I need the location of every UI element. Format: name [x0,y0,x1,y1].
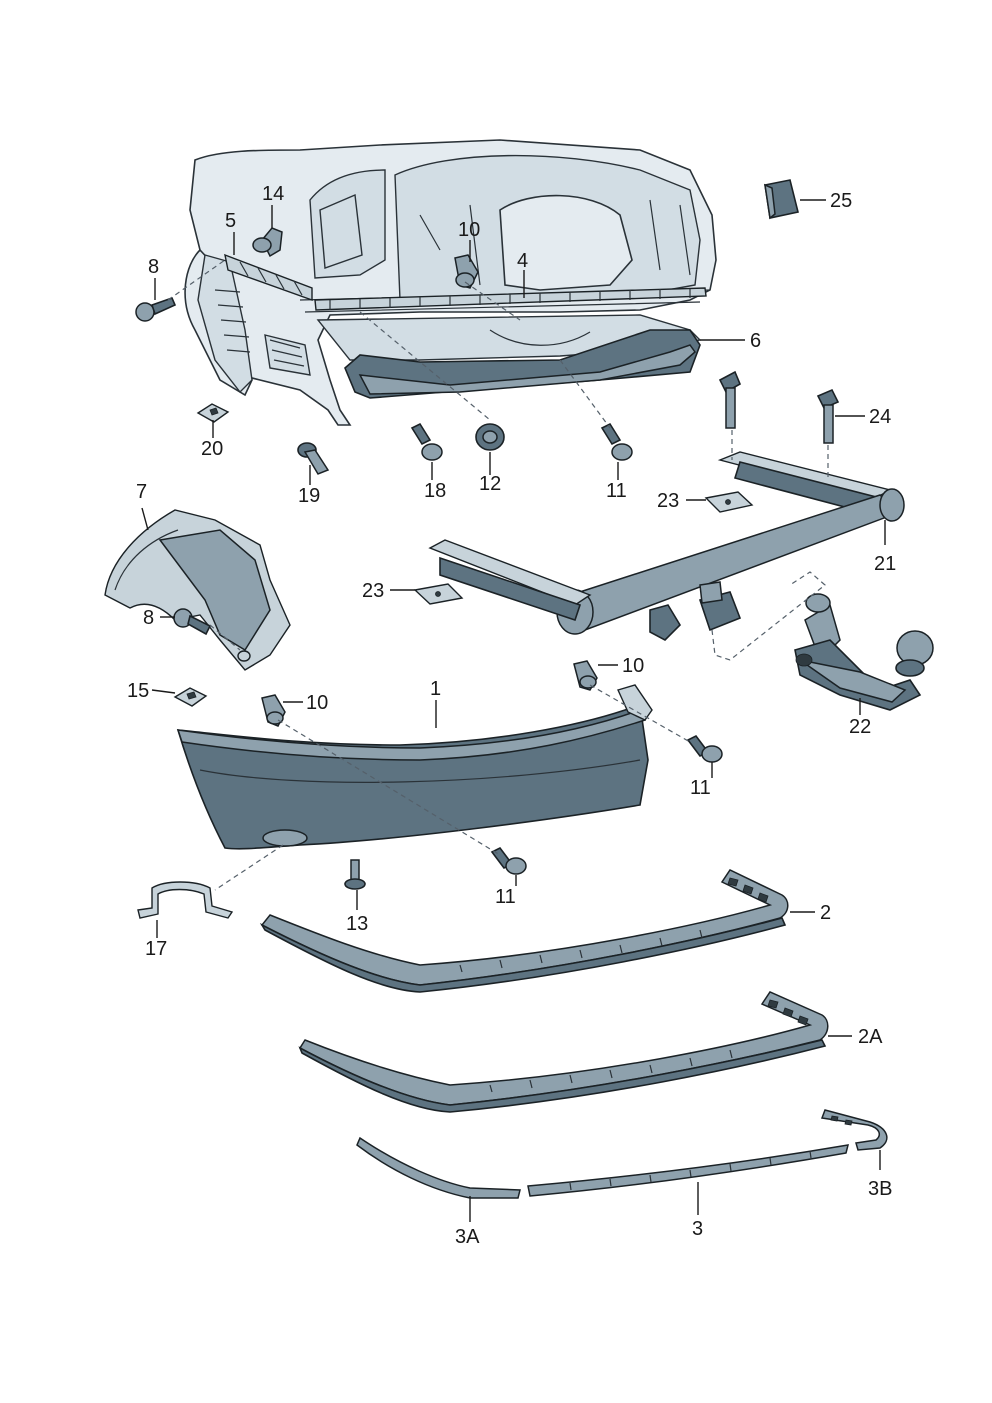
bracket-20-icon [137,881,234,919]
callout-18: 19 [298,485,320,507]
callout-14: 14 [262,183,284,205]
screw-17-icon [410,422,443,461]
bolt-left-icon [718,370,742,429]
bolt-24-icon [816,388,840,444]
callout-8-liner: 8 [143,607,154,629]
clip-nut-19-icon [196,403,230,423]
assembly-lines [167,259,829,891]
clip-nut-15-icon [173,687,208,707]
callout-17: 18 [424,480,446,502]
callout-5: 5 [225,210,236,232]
callout-25: 25 [830,190,852,212]
clip-10-right-icon [573,660,598,691]
screw-8-liner-icon [173,608,212,636]
callout-2a: 2A [858,1026,883,1048]
plate-23-right-icon [704,491,754,513]
trim-strip-3a [356,1136,521,1199]
callout-24: 24 [869,406,891,428]
callout-19: 20 [201,438,223,460]
grommet-12-icon [475,423,505,451]
leader-lines [141,199,886,1222]
plate-23-left-icon [413,583,464,605]
callout-4: 4 [517,250,528,272]
callout-labels: 14 5 8 10 4 6 25 20 19 18 12 11 24 23 23… [127,183,896,1248]
callout-13: 13 [346,913,368,935]
screw-11-top-icon [600,422,633,461]
vehicle-rear-body [184,139,717,426]
callout-10-left: 10 [306,692,328,714]
callout-21: 21 [874,553,896,575]
trim-strip-2 [259,869,789,993]
wheel-housing-liner-7 [104,509,291,671]
callout-3b: 3B [868,1178,892,1200]
trim-strip-2a [298,991,829,1113]
rubber-buffer-25-icon [764,179,799,220]
screw-18-icon [297,442,330,475]
callout-15: 15 [127,680,149,702]
callout-10-top: 10 [458,219,480,241]
stud-13-icon [344,859,366,890]
callout-2: 2 [820,902,831,924]
bumper-carrier-6 [344,329,701,399]
callout-3a: 3A [455,1226,480,1248]
bumper-cover-1 [176,684,653,850]
tow-ball-22 [794,593,934,711]
callout-12: 12 [479,473,501,495]
trim-strip-3 [527,1144,850,1197]
callout-8-top: 8 [148,256,159,278]
clip-14-icon [252,227,283,258]
callout-22: 22 [849,716,871,738]
callout-23-right: 23 [657,490,679,512]
callout-10-right: 10 [622,655,644,677]
tow-bar-21 [428,451,905,641]
clip-10-top-icon [454,254,479,289]
callout-11-top: 11 [606,480,627,502]
callout-6: 6 [750,330,761,352]
callout-7: 7 [136,481,147,503]
screw-11-right-icon [686,734,723,763]
callout-3: 3 [692,1218,703,1240]
screw-8-top-icon [135,296,177,322]
callout-20: 17 [145,938,167,960]
trim-strip-3b [820,1109,888,1151]
screw-11-bottom-icon [490,846,527,875]
callout-11-bottom: 11 [495,886,516,908]
callout-1: 1 [430,678,441,700]
callout-11-right: 11 [690,777,711,799]
callout-23-left: 23 [362,580,384,602]
clip-10-left-icon [261,694,286,727]
